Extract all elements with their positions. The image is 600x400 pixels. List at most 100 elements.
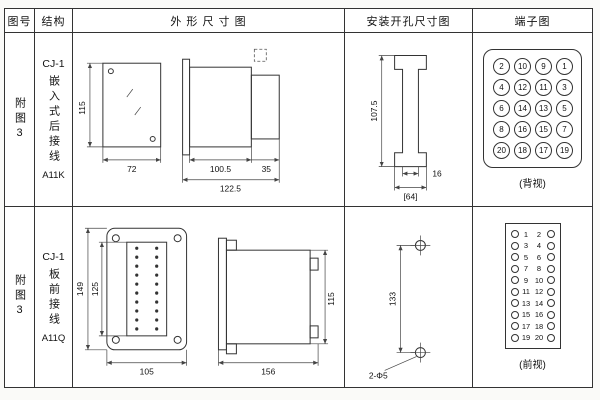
row1-model-label: CJ-1 — [42, 58, 65, 70]
terminal-number: 8 — [536, 264, 542, 274]
screw-hole — [111, 234, 120, 243]
terminal-circle: 9 — [535, 58, 552, 75]
row2-fig-cell: 附图3 — [5, 207, 35, 387]
side-view-body — [189, 66, 252, 147]
dim-label: 2-Φ5 — [369, 370, 388, 380]
row1-fig-cell: 附图3 — [5, 33, 35, 207]
dim-label: 100.5 — [210, 163, 231, 173]
terminal-circle: 3 — [556, 79, 573, 96]
mounting-hole-drawing-rear: 107.5 16 [64] — [369, 54, 442, 201]
terminal-caption: (前视) — [519, 360, 546, 372]
terminal-number: 1 — [523, 229, 529, 239]
terminal-dot — [510, 322, 519, 331]
terminal-number: 4 — [536, 241, 542, 251]
terminal-dot — [546, 333, 555, 342]
terminal-circle: 14 — [514, 100, 531, 117]
dim-label: [64] — [403, 191, 417, 201]
row2-structure-cell: CJ-1 板前接线 A11Q — [35, 207, 73, 387]
row1-fig-label: 附图3 — [13, 96, 26, 143]
terminal-dot — [546, 322, 555, 331]
terminal-number: 2 — [536, 229, 542, 239]
terminal-number: 10 — [534, 275, 544, 285]
terminal-circle: 13 — [535, 100, 552, 117]
terminal-circle: 20 — [493, 142, 510, 159]
terminal-number: 17 — [521, 321, 531, 331]
terminal-circle: 4 — [493, 79, 510, 96]
terminal-number: 20 — [534, 333, 544, 343]
terminal-number: 6 — [536, 252, 542, 262]
side-view-panel — [217, 237, 227, 351]
terminal-number: 14 — [534, 298, 544, 308]
terminal-circle: 5 — [556, 100, 573, 117]
outline-drawing-front-wiring: 149 125 105 115 — [75, 227, 336, 377]
row2-fig-label: 附图3 — [13, 274, 26, 320]
terminal-circle: 19 — [556, 142, 573, 159]
screw-hole — [149, 135, 156, 142]
terminal-number: 19 — [521, 333, 531, 343]
terminal-dot — [510, 276, 519, 285]
terminal-circle: 16 — [514, 121, 531, 138]
terminal-number: 16 — [534, 310, 544, 320]
terminal-dot — [510, 333, 519, 342]
terminal-number: 15 — [521, 310, 531, 320]
terminal-number: 7 — [523, 264, 529, 274]
dim-label: 115 — [77, 101, 87, 115]
terminal-row: 9 10 — [510, 275, 555, 285]
screw-hole — [173, 335, 182, 344]
front-view-inner — [126, 241, 168, 337]
spec-table: 图号 结构 外 形 尺 寸 图 安装开孔尺寸图 端子图 附图3 CJ-1 嵌入式… — [4, 8, 593, 388]
terminal-dot — [510, 253, 519, 262]
front-view-outer — [106, 227, 188, 351]
screw-hole — [111, 335, 120, 344]
header-mounting: 安装开孔尺寸图 — [345, 9, 473, 33]
terminal-number: 9 — [523, 275, 529, 285]
terminal-dot — [546, 310, 555, 319]
terminal-dot — [510, 230, 519, 239]
dim-label: 133 — [388, 292, 398, 306]
side-view-flange — [182, 58, 191, 155]
side-view-tab — [309, 325, 319, 339]
row1-structure: CJ-1 嵌入式后接线 A11K — [42, 58, 65, 181]
terminal-dot — [546, 299, 555, 308]
dim-label: 115 — [326, 292, 336, 306]
side-view-tab — [309, 257, 319, 271]
terminal-circle: 10 — [514, 58, 531, 75]
side-view-ear — [225, 239, 237, 251]
terminal-number: 13 — [521, 298, 531, 308]
terminal-number: 3 — [523, 241, 529, 251]
row1-structure-cell: CJ-1 嵌入式后接线 A11K — [35, 33, 73, 207]
screw-hole — [107, 67, 114, 74]
outline-drawing-rear-wiring: 115 72 100.5 35 122.5 — [77, 48, 280, 193]
terminal-dot — [546, 287, 555, 296]
terminal-dot — [546, 253, 555, 262]
row2-mounting-cell: 133 2-Φ5 — [345, 207, 473, 387]
terminal-dot — [546, 241, 555, 250]
row1-outline-cell: 115 72 100.5 35 122.5 — [73, 33, 345, 207]
terminal-circle: 1 — [556, 58, 573, 75]
terminal-dot — [546, 264, 555, 273]
dim-label: 107.5 — [369, 100, 379, 121]
header-fig-no-label: 图号 — [7, 15, 32, 28]
terminal-dot — [546, 230, 555, 239]
dim-label: 156 — [261, 367, 275, 377]
terminal-dot — [510, 299, 519, 308]
terminal-circle: 15 — [535, 121, 552, 138]
side-view-rear — [250, 74, 280, 139]
terminal-dot — [510, 310, 519, 319]
dim-label: 72 — [127, 163, 137, 173]
terminal-circle: 12 — [514, 79, 531, 96]
